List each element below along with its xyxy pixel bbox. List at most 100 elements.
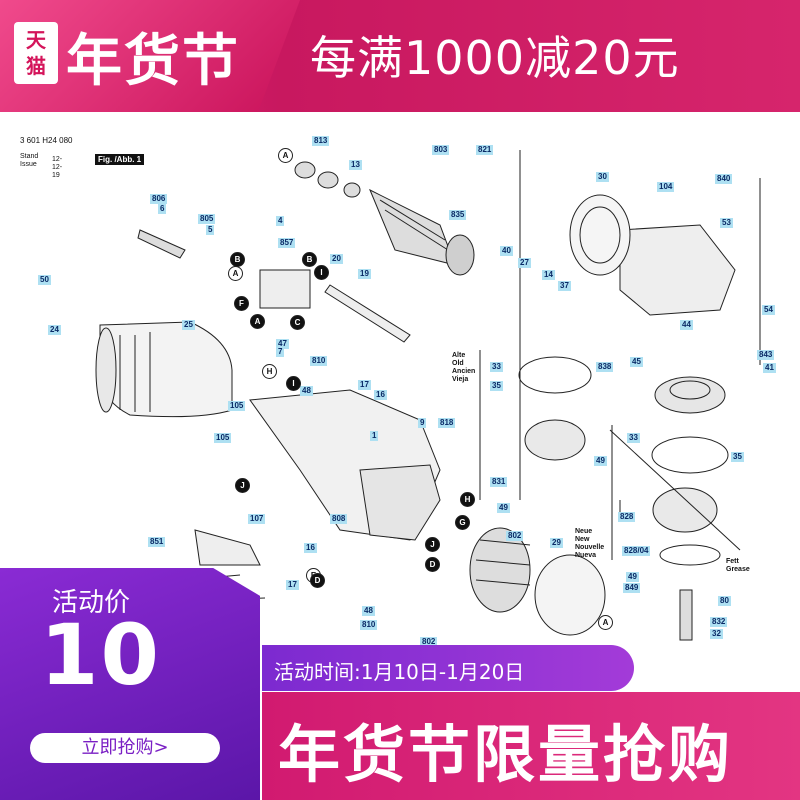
part-label: 806 (150, 194, 168, 204)
exploded-parts-diagram (95, 150, 761, 641)
callout-marker: C (290, 315, 305, 330)
callout-marker: A (598, 615, 613, 630)
part-label: 48 (362, 606, 375, 616)
bottom-banner (262, 692, 800, 800)
part-label: 107 (248, 514, 266, 524)
callout-marker: J (425, 537, 440, 552)
part-label: 802 (506, 531, 524, 541)
part-label: 6 (158, 204, 167, 214)
activity-time-bar (262, 645, 634, 691)
alt-label: Alte Old Ancien Vieja (452, 352, 476, 383)
part-label: 105 (228, 401, 246, 411)
part-label: 810 (360, 620, 378, 630)
callout-marker: A (278, 148, 293, 163)
part-label: 104 (657, 182, 675, 192)
callout-marker: D (310, 573, 325, 588)
price-value: 10 (40, 606, 161, 704)
doc-number: 3 601 H24 080 (20, 136, 73, 145)
part-label: 33 (627, 433, 640, 443)
part-label: 37 (558, 281, 571, 291)
callout-marker: B (302, 252, 317, 267)
part-label: 857 (278, 238, 296, 248)
part-label: 40 (500, 246, 513, 256)
part-label: 9 (418, 418, 427, 428)
part-label: 19 (358, 269, 371, 279)
part-label: 813 (312, 136, 330, 146)
stand-issue: Stand Issue 12-12-19 (20, 153, 62, 179)
figure-label: Fig. /Abb. 1 (95, 154, 145, 165)
part-label: 832 (710, 617, 728, 627)
part-label: 49 (594, 456, 607, 466)
part-label: 35 (490, 381, 503, 391)
promo-text: 每满1000减20元 (310, 31, 680, 85)
part-label: 24 (48, 325, 61, 335)
neu-label: Neue New Nouvelle Nueva (575, 528, 605, 559)
activity-time-text: 活动时间:1月10日-1月20日 (274, 660, 525, 684)
buy-now-button[interactable]: 立即抢购> (30, 733, 220, 763)
issue-label: Issue (20, 161, 37, 168)
part-label: 25 (182, 320, 195, 330)
callout-marker: H (262, 364, 277, 379)
part-label: 4 (276, 216, 285, 226)
part-label: 17 (358, 380, 371, 390)
activity-price-label: 活动价 (52, 588, 131, 618)
part-label: 45 (630, 357, 643, 367)
bottom-banner-text: 年货节限量抢购 (278, 718, 734, 791)
part-label: 808 (330, 514, 348, 524)
part-label: 41 (763, 363, 776, 373)
part-label: 828 (618, 512, 636, 522)
fett-label: Fett Grease (726, 558, 750, 573)
part-label: 47 (276, 339, 289, 349)
callout-marker: D (425, 557, 440, 572)
callout-marker: I (314, 265, 329, 280)
part-label: 80 (718, 596, 731, 606)
part-label: 49 (626, 572, 639, 582)
callout-marker: B (230, 252, 245, 267)
part-label: 7 (276, 347, 285, 357)
part-label: 840 (715, 174, 733, 184)
tmall-char-1: 天 (26, 28, 46, 52)
part-label: 851 (148, 537, 166, 547)
part-label: 29 (550, 538, 563, 548)
part-label: 53 (720, 218, 733, 228)
part-label: 843 (757, 350, 775, 360)
part-label: 105 (214, 433, 232, 443)
callout-marker: A (228, 266, 243, 281)
part-label: 27 (518, 258, 531, 268)
part-label: 16 (374, 390, 387, 400)
diagram-linework (95, 150, 761, 641)
part-label: 30 (596, 172, 609, 182)
part-label: 14 (542, 270, 555, 280)
part-label: 818 (438, 418, 456, 428)
part-label: 35 (731, 452, 744, 462)
part-label: 13 (349, 160, 362, 170)
part-label: 835 (449, 210, 467, 220)
part-label: 17 (286, 580, 299, 590)
tmall-logo: 天 猫 (14, 22, 58, 84)
part-label: 805 (198, 214, 216, 224)
part-label: 33 (490, 362, 503, 372)
part-label: 5 (206, 225, 215, 235)
festival-title: 年货节 (66, 29, 240, 94)
part-label: 44 (680, 320, 693, 330)
callout-marker: G (455, 515, 470, 530)
part-label: 803 (432, 145, 450, 155)
part-label: 838 (596, 362, 614, 372)
part-label: 32 (710, 629, 723, 639)
callout-marker: H (460, 492, 475, 507)
part-label: 50 (38, 275, 51, 285)
part-label: 54 (762, 305, 775, 315)
part-label: 828/04 (622, 546, 651, 556)
part-label: 849 (623, 583, 641, 593)
part-label: 821 (476, 145, 494, 155)
tmall-char-2: 猫 (26, 54, 46, 78)
part-label: 20 (330, 254, 343, 264)
stand-label: Stand (20, 153, 39, 160)
stand-date: 12-12-19 (52, 156, 63, 179)
callout-marker: J (235, 478, 250, 493)
part-label: 49 (497, 503, 510, 513)
part-label: 48 (300, 386, 313, 396)
part-label: 16 (304, 543, 317, 553)
callout-marker: I (286, 376, 301, 391)
part-label: 1 (370, 431, 379, 441)
